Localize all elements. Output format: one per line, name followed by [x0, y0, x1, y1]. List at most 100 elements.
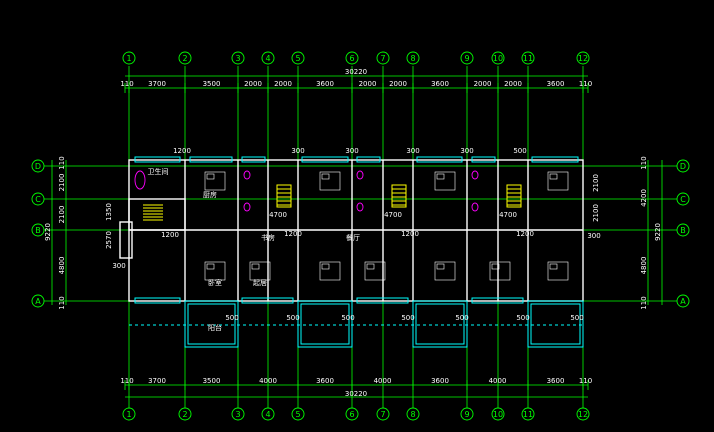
- axis-bubble: [676, 159, 690, 173]
- room-label: 阳台: [208, 323, 222, 332]
- axis-label: 3: [235, 54, 240, 63]
- dimension-text: 3600: [547, 80, 565, 88]
- bathtub: [134, 170, 146, 190]
- plan-dimension: 500: [455, 314, 468, 322]
- window: [471, 297, 524, 304]
- axis-bubble: [178, 407, 192, 421]
- dimension-text: 110: [58, 156, 66, 169]
- bed: [434, 171, 456, 191]
- axis-label: 11: [523, 410, 533, 419]
- axis-bubble: [31, 192, 45, 206]
- room-label: 书房: [261, 233, 275, 242]
- pillow: [251, 263, 260, 270]
- plan-dimension: 300: [406, 147, 419, 155]
- plan-dimension: 4700: [384, 211, 402, 219]
- window: [134, 156, 181, 163]
- axis-bubble: [291, 51, 305, 65]
- entry-wall: [119, 221, 133, 259]
- pillow: [366, 263, 375, 270]
- room-label: 卧室: [208, 278, 222, 287]
- axis-bubble: [460, 51, 474, 65]
- dimension-text: 2000: [244, 80, 262, 88]
- axis-bubble: [376, 51, 390, 65]
- axis-bubble: [178, 51, 192, 65]
- plan-dimension: 1200: [284, 230, 302, 238]
- toilet: [471, 170, 479, 180]
- dimension-text: 110: [640, 296, 648, 309]
- balcony: [184, 300, 239, 348]
- window: [356, 297, 409, 304]
- axis-label: 9: [464, 410, 469, 419]
- axis-label: B: [35, 226, 41, 235]
- axis-bubble: [31, 294, 45, 308]
- axis-bubble: [576, 407, 590, 421]
- dimension-text: 4000: [489, 377, 507, 385]
- axis-bubble: [406, 407, 420, 421]
- dimension-text: 2570: [105, 231, 113, 249]
- bed: [547, 261, 569, 281]
- plan-dimension: 500: [341, 314, 354, 322]
- axis-label: 6: [349, 54, 354, 63]
- axis-label: 1: [126, 410, 131, 419]
- axis-bubble: [676, 192, 690, 206]
- axis-label: 12: [578, 410, 588, 419]
- window: [134, 297, 181, 304]
- toilet: [471, 202, 479, 212]
- dimension-text: 1350: [105, 203, 113, 221]
- window: [301, 156, 349, 163]
- dimension-text: 110: [120, 377, 133, 385]
- axis-bubble: [261, 51, 275, 65]
- plan-dimension: 1200: [173, 147, 191, 155]
- axis-bubble: [345, 407, 359, 421]
- balcony-rail: [530, 303, 581, 345]
- axis-label: 8: [410, 54, 415, 63]
- dimension-text: 2000: [274, 80, 292, 88]
- axis-bubble: [261, 407, 275, 421]
- dimension-text: 2100: [58, 174, 66, 192]
- plan-dimension: 500: [225, 314, 238, 322]
- dimension-text: 2100: [592, 174, 600, 192]
- pillow: [321, 263, 330, 270]
- axis-bubble: [521, 407, 535, 421]
- plan-dimension: 1200: [516, 230, 534, 238]
- axis-bubble: [676, 223, 690, 237]
- axis-label: 9: [464, 54, 469, 63]
- axis-label: 4: [265, 54, 270, 63]
- axis-bubble: [376, 407, 390, 421]
- dimension-text: 3500: [203, 80, 221, 88]
- bed: [547, 171, 569, 191]
- toilet: [356, 170, 364, 180]
- dimension-text: 110: [120, 80, 133, 88]
- dimension-text: 3600: [316, 80, 334, 88]
- axis-label: 10: [493, 410, 503, 419]
- dimension-text: 2000: [389, 80, 407, 88]
- axis-bubble: [122, 51, 136, 65]
- pillow: [436, 263, 445, 270]
- plan-dimension: 300: [345, 147, 358, 155]
- dimension-text: 4200: [640, 189, 648, 207]
- bed: [204, 171, 226, 191]
- dimension-text: 110: [58, 296, 66, 309]
- dimension-text: 110: [579, 80, 592, 88]
- overall-dimension: 30220: [345, 390, 367, 398]
- axis-bubble: [345, 51, 359, 65]
- axis-bubble: [31, 223, 45, 237]
- pillow: [321, 173, 330, 180]
- dimension-text: 300: [587, 232, 600, 240]
- axis-label: 4: [265, 410, 270, 419]
- bed: [364, 261, 386, 281]
- axis-label: 1: [126, 54, 131, 63]
- pillow: [549, 263, 558, 270]
- plan-dimension: 1200: [401, 230, 419, 238]
- axis-label: C: [35, 195, 41, 204]
- pillow: [206, 173, 215, 180]
- toilet: [243, 170, 251, 180]
- dimension-text: 3600: [547, 377, 565, 385]
- room-label: 起居: [253, 279, 267, 287]
- axis-bubble: [576, 51, 590, 65]
- axis-bubble: [231, 51, 245, 65]
- stair-run: [391, 184, 407, 208]
- axis-label: C: [680, 195, 686, 204]
- dimension-text: 3600: [431, 377, 449, 385]
